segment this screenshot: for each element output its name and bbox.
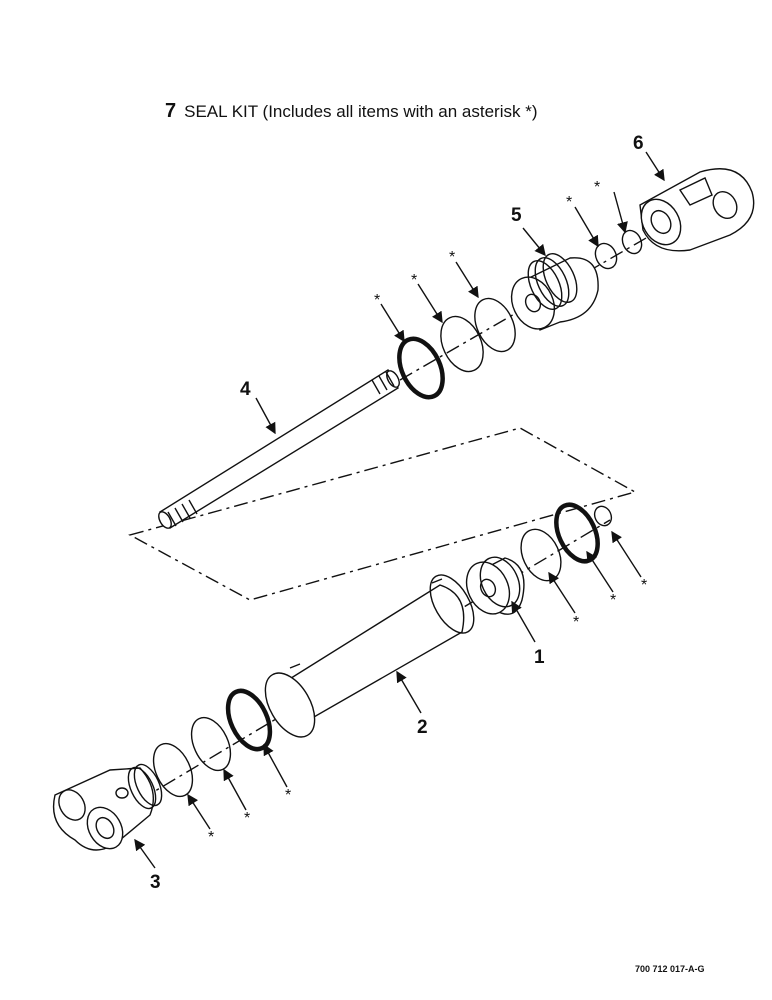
base-seals <box>152 688 273 798</box>
seal-kit-title: 7 SEAL KIT (Includes all items with an as… <box>165 100 537 123</box>
asterisk-mark: * <box>208 829 214 846</box>
seal-kit-text: SEAL KIT (Includes all items with an ast… <box>184 102 538 121</box>
piston-rod-part <box>158 369 400 529</box>
asterisk-mark: * <box>610 592 616 609</box>
alignment-outline <box>128 427 637 601</box>
callout-1: 1 <box>534 647 545 668</box>
asterisk-mark: * <box>449 249 455 266</box>
asterisk-mark: * <box>374 292 380 309</box>
piston-seals <box>520 502 613 582</box>
cylinder-tube-part <box>264 574 475 738</box>
seal-kit-number: 7 <box>165 100 177 122</box>
base-clevis-part <box>52 763 163 851</box>
asterisk-mark: * <box>411 272 417 289</box>
asterisk-mark: * <box>594 179 600 196</box>
asterisk-mark: * <box>641 577 647 594</box>
asterisk-mark: * <box>573 614 579 631</box>
rod-clevis-part <box>639 168 755 252</box>
gland-part <box>510 253 599 331</box>
drawing-number: 700 712 017-A-G <box>635 964 705 974</box>
callout-2: 2 <box>417 717 428 738</box>
asterisk-mark: * <box>285 787 291 804</box>
callout-4: 4 <box>240 379 251 400</box>
asterisk-mark: * <box>244 810 250 827</box>
asterisk-mark: * <box>566 194 572 211</box>
callout-5: 5 <box>511 205 522 226</box>
piston-part <box>465 556 525 615</box>
callout-6: 6 <box>633 133 644 154</box>
callout-3: 3 <box>150 872 161 893</box>
